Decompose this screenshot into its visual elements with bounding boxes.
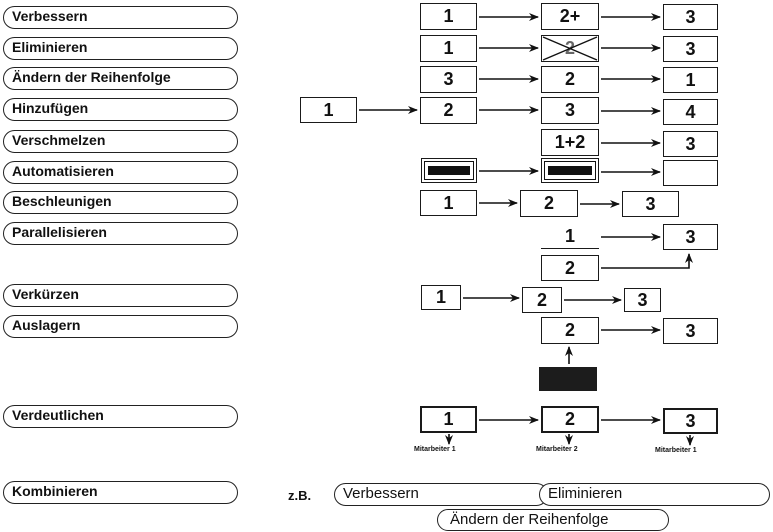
example-verbessern: Verbessern (334, 483, 548, 506)
step-box: 2 (420, 97, 477, 124)
method-aendern-der-reihenfolge: Ändern der Reihenfolge (3, 67, 238, 90)
method-auslagern: Auslagern (3, 315, 238, 338)
machine-icon (421, 158, 477, 183)
method-parallelisieren: Parallelisieren (3, 222, 238, 245)
method-eliminieren: Eliminieren (3, 37, 238, 60)
method-verkuerzen: Verkürzen (3, 284, 238, 307)
step-box: 4 (663, 99, 718, 125)
step-box: 1 (421, 285, 461, 310)
method-verdeutlichen: Verdeutlichen (3, 405, 238, 428)
step-box-outsourced: 2 (541, 317, 599, 344)
method-verschmelzen: Verschmelzen (3, 130, 238, 153)
method-label: Automatisieren (12, 163, 114, 179)
method-label: Verbessern (12, 8, 88, 24)
method-label: Eliminieren (12, 39, 88, 55)
method-label: Beschleunigen (12, 193, 112, 209)
method-hinzufuegen: Hinzufügen (3, 98, 238, 121)
step-box-improved: 2+ (541, 3, 599, 30)
mitarbeiter-label: Mitarbeiter 2 (536, 446, 578, 453)
method-label: Hinzufügen (12, 100, 89, 116)
step-box-parallel-2: 2 (541, 255, 599, 281)
step-box: 3 (624, 288, 661, 312)
step-box: 1 (663, 67, 718, 93)
method-label: Verdeutlichen (12, 407, 104, 423)
method-label: Verschmelzen (12, 132, 106, 148)
example-aendern-der-reihenfolge: Ändern der Reihenfolge (437, 509, 669, 531)
step-box: 3 (663, 131, 718, 157)
step-box: 1 (420, 190, 477, 216)
example-prefix: z.B. (288, 488, 312, 503)
step-box: 1 (420, 3, 477, 30)
step-box: 1 (420, 35, 477, 62)
step-box: 2 (522, 287, 562, 313)
method-beschleunigen: Beschleunigen (3, 191, 238, 214)
step-box: 2 (541, 406, 599, 433)
step-box: 3 (663, 318, 718, 344)
step-box: 3 (663, 36, 718, 62)
step-box: 3 (622, 191, 679, 217)
method-label: Verkürzen (12, 286, 79, 302)
step-box: 3 (663, 408, 718, 434)
method-kombinieren: Kombinieren (3, 481, 238, 504)
step-box-added: 1 (300, 97, 357, 123)
step-box-eliminated: 2 (541, 35, 599, 62)
step-box-parallel-1: 1 (541, 224, 599, 249)
arrow (601, 253, 693, 269)
step-box (663, 160, 718, 186)
method-label: Auslagern (12, 317, 81, 333)
step-box: 3 (420, 66, 477, 93)
step-box: 3 (663, 224, 718, 250)
method-label: Kombinieren (12, 483, 98, 499)
external-provider-icon (539, 367, 597, 391)
method-verbessern: Verbessern (3, 6, 238, 29)
step-box: 1 (420, 406, 477, 433)
step-box: 3 (663, 4, 718, 30)
example-eliminieren: Eliminieren (539, 483, 770, 506)
machine-icon (541, 158, 599, 183)
step-box: 3 (541, 97, 599, 124)
cross-out-icon (542, 36, 598, 61)
step-box-merged: 1+2 (541, 129, 599, 156)
step-box: 2 (520, 190, 578, 217)
mitarbeiter-label: Mitarbeiter 1 (655, 447, 697, 454)
mitarbeiter-label: Mitarbeiter 1 (414, 446, 456, 453)
method-label: Parallelisieren (12, 224, 107, 240)
step-box: 2 (541, 66, 599, 93)
method-automatisieren: Automatisieren (3, 161, 238, 184)
method-label: Ändern der Reihenfolge (12, 69, 171, 85)
